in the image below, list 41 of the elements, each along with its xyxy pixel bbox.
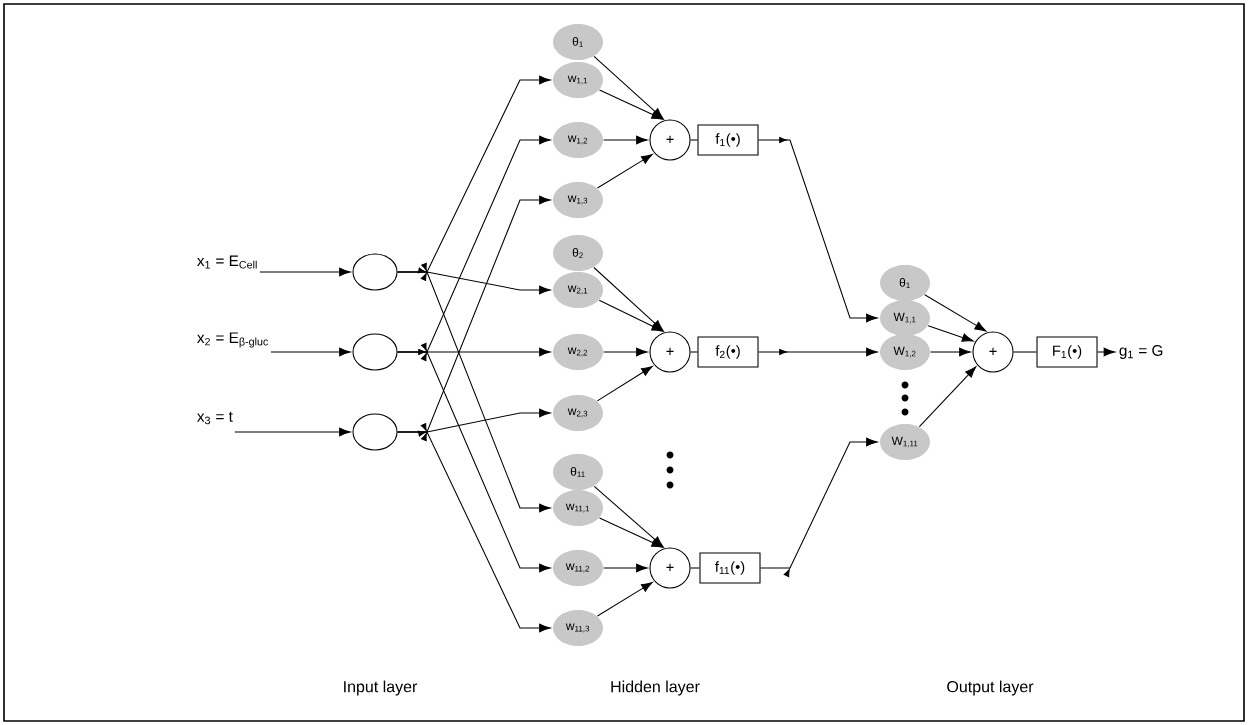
- arrow: [918, 366, 977, 428]
- arrow: [397, 262, 551, 513]
- arrow: [758, 137, 878, 323]
- input-label: x$_{2}$ = E$_{β-gluc}$: [197, 332, 268, 348]
- arrow: [758, 347, 878, 357]
- summation-node: +: [649, 119, 691, 161]
- arrow: [259, 267, 351, 277]
- output-label: g$_{1}$ = G: [1119, 345, 1163, 359]
- arrow: [596, 581, 653, 617]
- arrow: [397, 342, 551, 573]
- input-neuron: [352, 333, 398, 371]
- activation-box: f$_{1}$(•): [697, 124, 759, 156]
- activation-box: f$_{11}$(•): [699, 552, 761, 584]
- input-neuron: [352, 413, 398, 451]
- arrow: [596, 153, 653, 189]
- arrow: [234, 427, 351, 437]
- arrow: [930, 347, 971, 357]
- input-neuron: [352, 253, 398, 291]
- input-label: x$_{1}$ = E$_{Cell}$: [197, 255, 257, 269]
- activation-box: F$_{1}$(•): [1036, 336, 1098, 368]
- arrow: [598, 299, 664, 332]
- arrow: [270, 347, 351, 357]
- layer-label: Hidden layer: [611, 680, 700, 696]
- arrow: [603, 347, 648, 357]
- layer-label: Input layer: [344, 680, 418, 696]
- activation-box: f$_{2}$(•): [697, 336, 759, 368]
- arrow: [603, 135, 648, 145]
- arrow: [1097, 347, 1116, 357]
- arrow: [397, 422, 551, 633]
- arrow: [599, 89, 664, 120]
- arrow: [596, 365, 653, 402]
- summation-node: +: [649, 331, 691, 373]
- arrow: [760, 437, 878, 578]
- summation-node: +: [972, 331, 1014, 373]
- summation-node: +: [649, 547, 691, 589]
- arrow: [603, 563, 648, 573]
- arrow: [599, 517, 664, 548]
- arrow: [927, 325, 974, 342]
- arrow: [924, 294, 987, 332]
- layer-label: Output layer: [947, 680, 1034, 696]
- input-label: x$_{3}$ = t: [197, 411, 233, 425]
